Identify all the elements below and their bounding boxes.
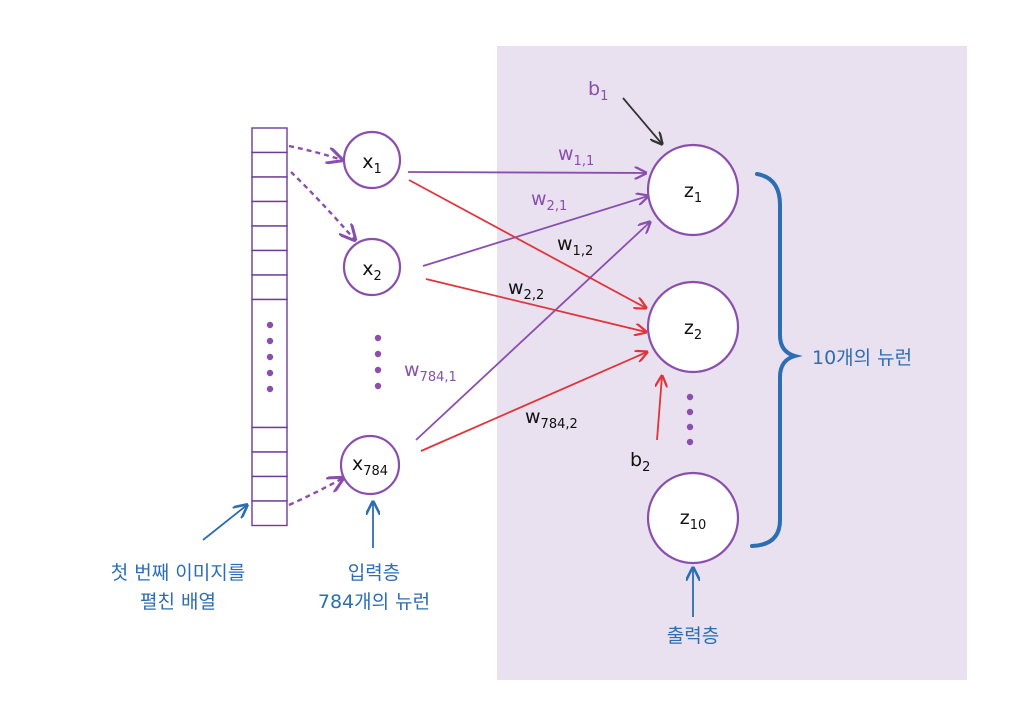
weight-label-w12: w1,2 — [557, 233, 593, 259]
array-cell — [251, 151, 288, 178]
output-brace — [750, 172, 803, 548]
input-layer-caption-line2: 784개의 뉴런 — [318, 591, 430, 613]
output-neuron-z2 — [646, 280, 740, 374]
flattened-array-pointer-arrow — [202, 505, 247, 541]
flattened-array-caption-line1: 첫 번째 이미지를 — [111, 562, 245, 584]
input-label-x1: x1 — [362, 151, 382, 177]
input-neuron-x784 — [339, 434, 401, 496]
edge-x2-z1 — [422, 196, 648, 267]
input-dot — [374, 382, 382, 390]
bias-b2-arrow — [657, 376, 662, 441]
bias-label-b2: b2 — [630, 449, 650, 475]
weight-label-w11: w1,1 — [558, 143, 594, 169]
array-to-x1-arrow — [288, 144, 342, 160]
array-dot — [266, 353, 274, 361]
weight-label-w784-1: w784,1 — [404, 359, 457, 385]
brace-label: 10개의 뉴런 — [812, 347, 912, 369]
output-dot — [686, 438, 694, 446]
output-dot — [686, 423, 694, 431]
output-dot — [686, 393, 694, 401]
output-dot — [686, 408, 694, 416]
weight-label-w784-2: w784,2 — [525, 406, 578, 432]
output-neuron-z10 — [646, 471, 740, 565]
weight-label-w21: w2,1 — [531, 188, 567, 214]
bias-b1-arrow — [622, 97, 662, 144]
array-cell — [251, 475, 288, 502]
edge-x2-z2 — [425, 278, 646, 332]
array-dot — [266, 321, 274, 329]
array-cell — [251, 200, 288, 227]
weight-label-w22: w2,2 — [508, 277, 544, 303]
array-to-x2-arrow — [290, 171, 355, 240]
array-cell — [251, 127, 288, 154]
input-dot — [374, 334, 382, 342]
output-label-z1: z1 — [684, 180, 702, 206]
array-cell — [251, 451, 288, 478]
input-neuron-x1 — [342, 130, 402, 190]
edge-x1-z2 — [408, 179, 646, 308]
array-dot — [266, 385, 274, 393]
output-layer-caption: 출력층 — [667, 625, 719, 647]
output-layer-background — [497, 46, 967, 680]
flattened-array-caption-line2: 펼친 배열 — [140, 591, 216, 613]
edge-x1-z1 — [407, 172, 646, 173]
edge-x784-z1 — [415, 222, 650, 441]
array-cell — [251, 176, 288, 203]
flattened-image-array — [251, 127, 288, 527]
input-neuron-x2 — [342, 237, 402, 297]
input-label-x2: x2 — [362, 258, 382, 284]
array-cell — [251, 225, 288, 252]
array-to-x784-arrow — [288, 478, 343, 507]
edge-x784-z2 — [420, 352, 647, 452]
array-dot — [266, 337, 274, 345]
array-cell — [251, 274, 288, 301]
array-cell — [251, 298, 288, 429]
input-ellipsis-dots — [374, 334, 382, 390]
input-dot — [374, 366, 382, 374]
output-label-z2: z2 — [684, 317, 702, 343]
array-cell — [251, 500, 288, 527]
input-label-x784: x784 — [352, 453, 388, 479]
array-cell — [251, 426, 288, 453]
input-dot — [374, 350, 382, 358]
array-ellipsis-dots — [266, 321, 274, 393]
output-neuron-z1 — [646, 143, 740, 237]
input-layer-caption-line1: 입력층 — [348, 562, 400, 584]
output-label-z10: z10 — [680, 507, 707, 533]
output-ellipsis-dots — [686, 393, 694, 446]
array-dot — [266, 369, 274, 377]
bias-label-b1: b1 — [588, 78, 608, 104]
array-cell — [251, 249, 288, 276]
